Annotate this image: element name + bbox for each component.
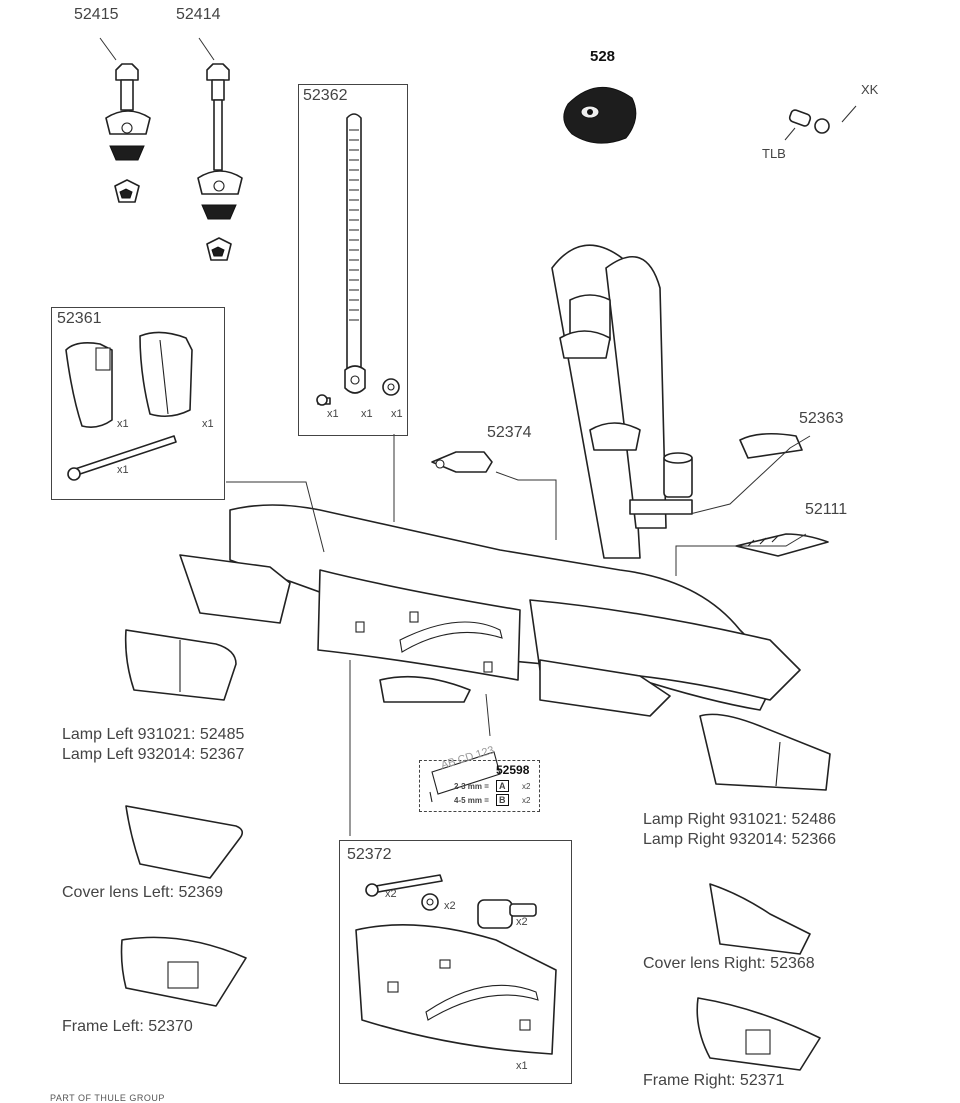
- lamp-left-931021-label: Lamp Left 931021: 52485: [62, 726, 245, 743]
- spacer-a-size: 2-3 mm =: [454, 782, 489, 791]
- spacer-b-qty: x2: [522, 796, 531, 805]
- qty-screw: x1: [327, 408, 339, 420]
- part-number-52598: 52598: [496, 763, 530, 777]
- part-number-52363: 52363: [799, 410, 844, 427]
- strap-box: [298, 84, 408, 436]
- leader-lines: [226, 434, 811, 836]
- strap-drawing: [316, 113, 400, 406]
- plate-spacer-box: [419, 760, 540, 812]
- frame-left-label: Frame Left: 52370: [62, 1018, 193, 1035]
- lamp-left-drawing: [124, 629, 237, 701]
- frame-holder-long-drawing: [197, 37, 243, 261]
- part-number-52415: 52415: [74, 6, 119, 23]
- plate-spacer-drawing: [429, 751, 501, 803]
- spacer-a-letter: A: [496, 780, 509, 792]
- footer-brand: PART OF THULE GROUP: [50, 1093, 165, 1103]
- bracket-parts-drawing: [431, 432, 829, 557]
- qty-washer: x1: [391, 408, 403, 420]
- cover-lens-left-drawing: [125, 805, 244, 879]
- qty-long-screw: x2: [385, 888, 397, 900]
- clamp-parts-drawing: [65, 331, 193, 481]
- part-number-52111: 52111: [805, 501, 848, 518]
- frame-holder-short-drawing: [99, 37, 151, 203]
- part-number-52372: 52372: [347, 846, 392, 863]
- part-number-52361: 52361: [57, 310, 102, 327]
- qty-clamp-right: x1: [202, 418, 214, 430]
- qty-plate-holder: x1: [516, 1060, 528, 1072]
- qty-washer-2: x2: [444, 900, 456, 912]
- part-number-xk: XK: [861, 82, 879, 97]
- spacer-a-qty: x2: [522, 782, 531, 791]
- spacer-b-letter: B: [496, 794, 509, 806]
- clamp-parts-box: [51, 307, 225, 500]
- qty-nut: x2: [516, 916, 528, 928]
- cover-lens-right-label: Cover lens Right: 52368: [643, 955, 815, 972]
- part-number-52374: 52374: [487, 424, 532, 441]
- qty-bolt: x1: [117, 464, 129, 476]
- lock-key-drawing: [784, 105, 857, 141]
- lamp-left-932014-label: Lamp Left 932014: 52367: [62, 746, 245, 763]
- part-number-52414: 52414: [176, 6, 221, 23]
- cover-lens-left-label: Cover lens Left: 52369: [62, 884, 223, 901]
- lamp-right-drawing: [699, 713, 831, 791]
- knob-drawing: [563, 86, 637, 144]
- spacer-b-size: 4-5 mm =: [454, 796, 489, 805]
- part-number-528: 528: [590, 48, 616, 65]
- bike-carrier-drawing: [179, 244, 801, 717]
- qty-clamp-left: x1: [117, 418, 129, 430]
- qty-strap: x1: [361, 408, 373, 420]
- frame-right-label: Frame Right: 52371: [643, 1072, 785, 1089]
- lamp-right-931021-label: Lamp Right 931021: 52486: [643, 811, 837, 828]
- part-number-52362: 52362: [303, 87, 348, 104]
- frame-left-drawing: [120, 936, 247, 1007]
- lamp-right-932014-label: Lamp Right 932014: 52366: [643, 831, 837, 848]
- cover-lens-right-drawing: [709, 883, 811, 955]
- plate-holder-drawing: [355, 874, 557, 1055]
- plate-holder-box: [339, 840, 572, 1084]
- part-number-tlb: TLB: [762, 146, 786, 161]
- frame-right-drawing: [696, 997, 821, 1071]
